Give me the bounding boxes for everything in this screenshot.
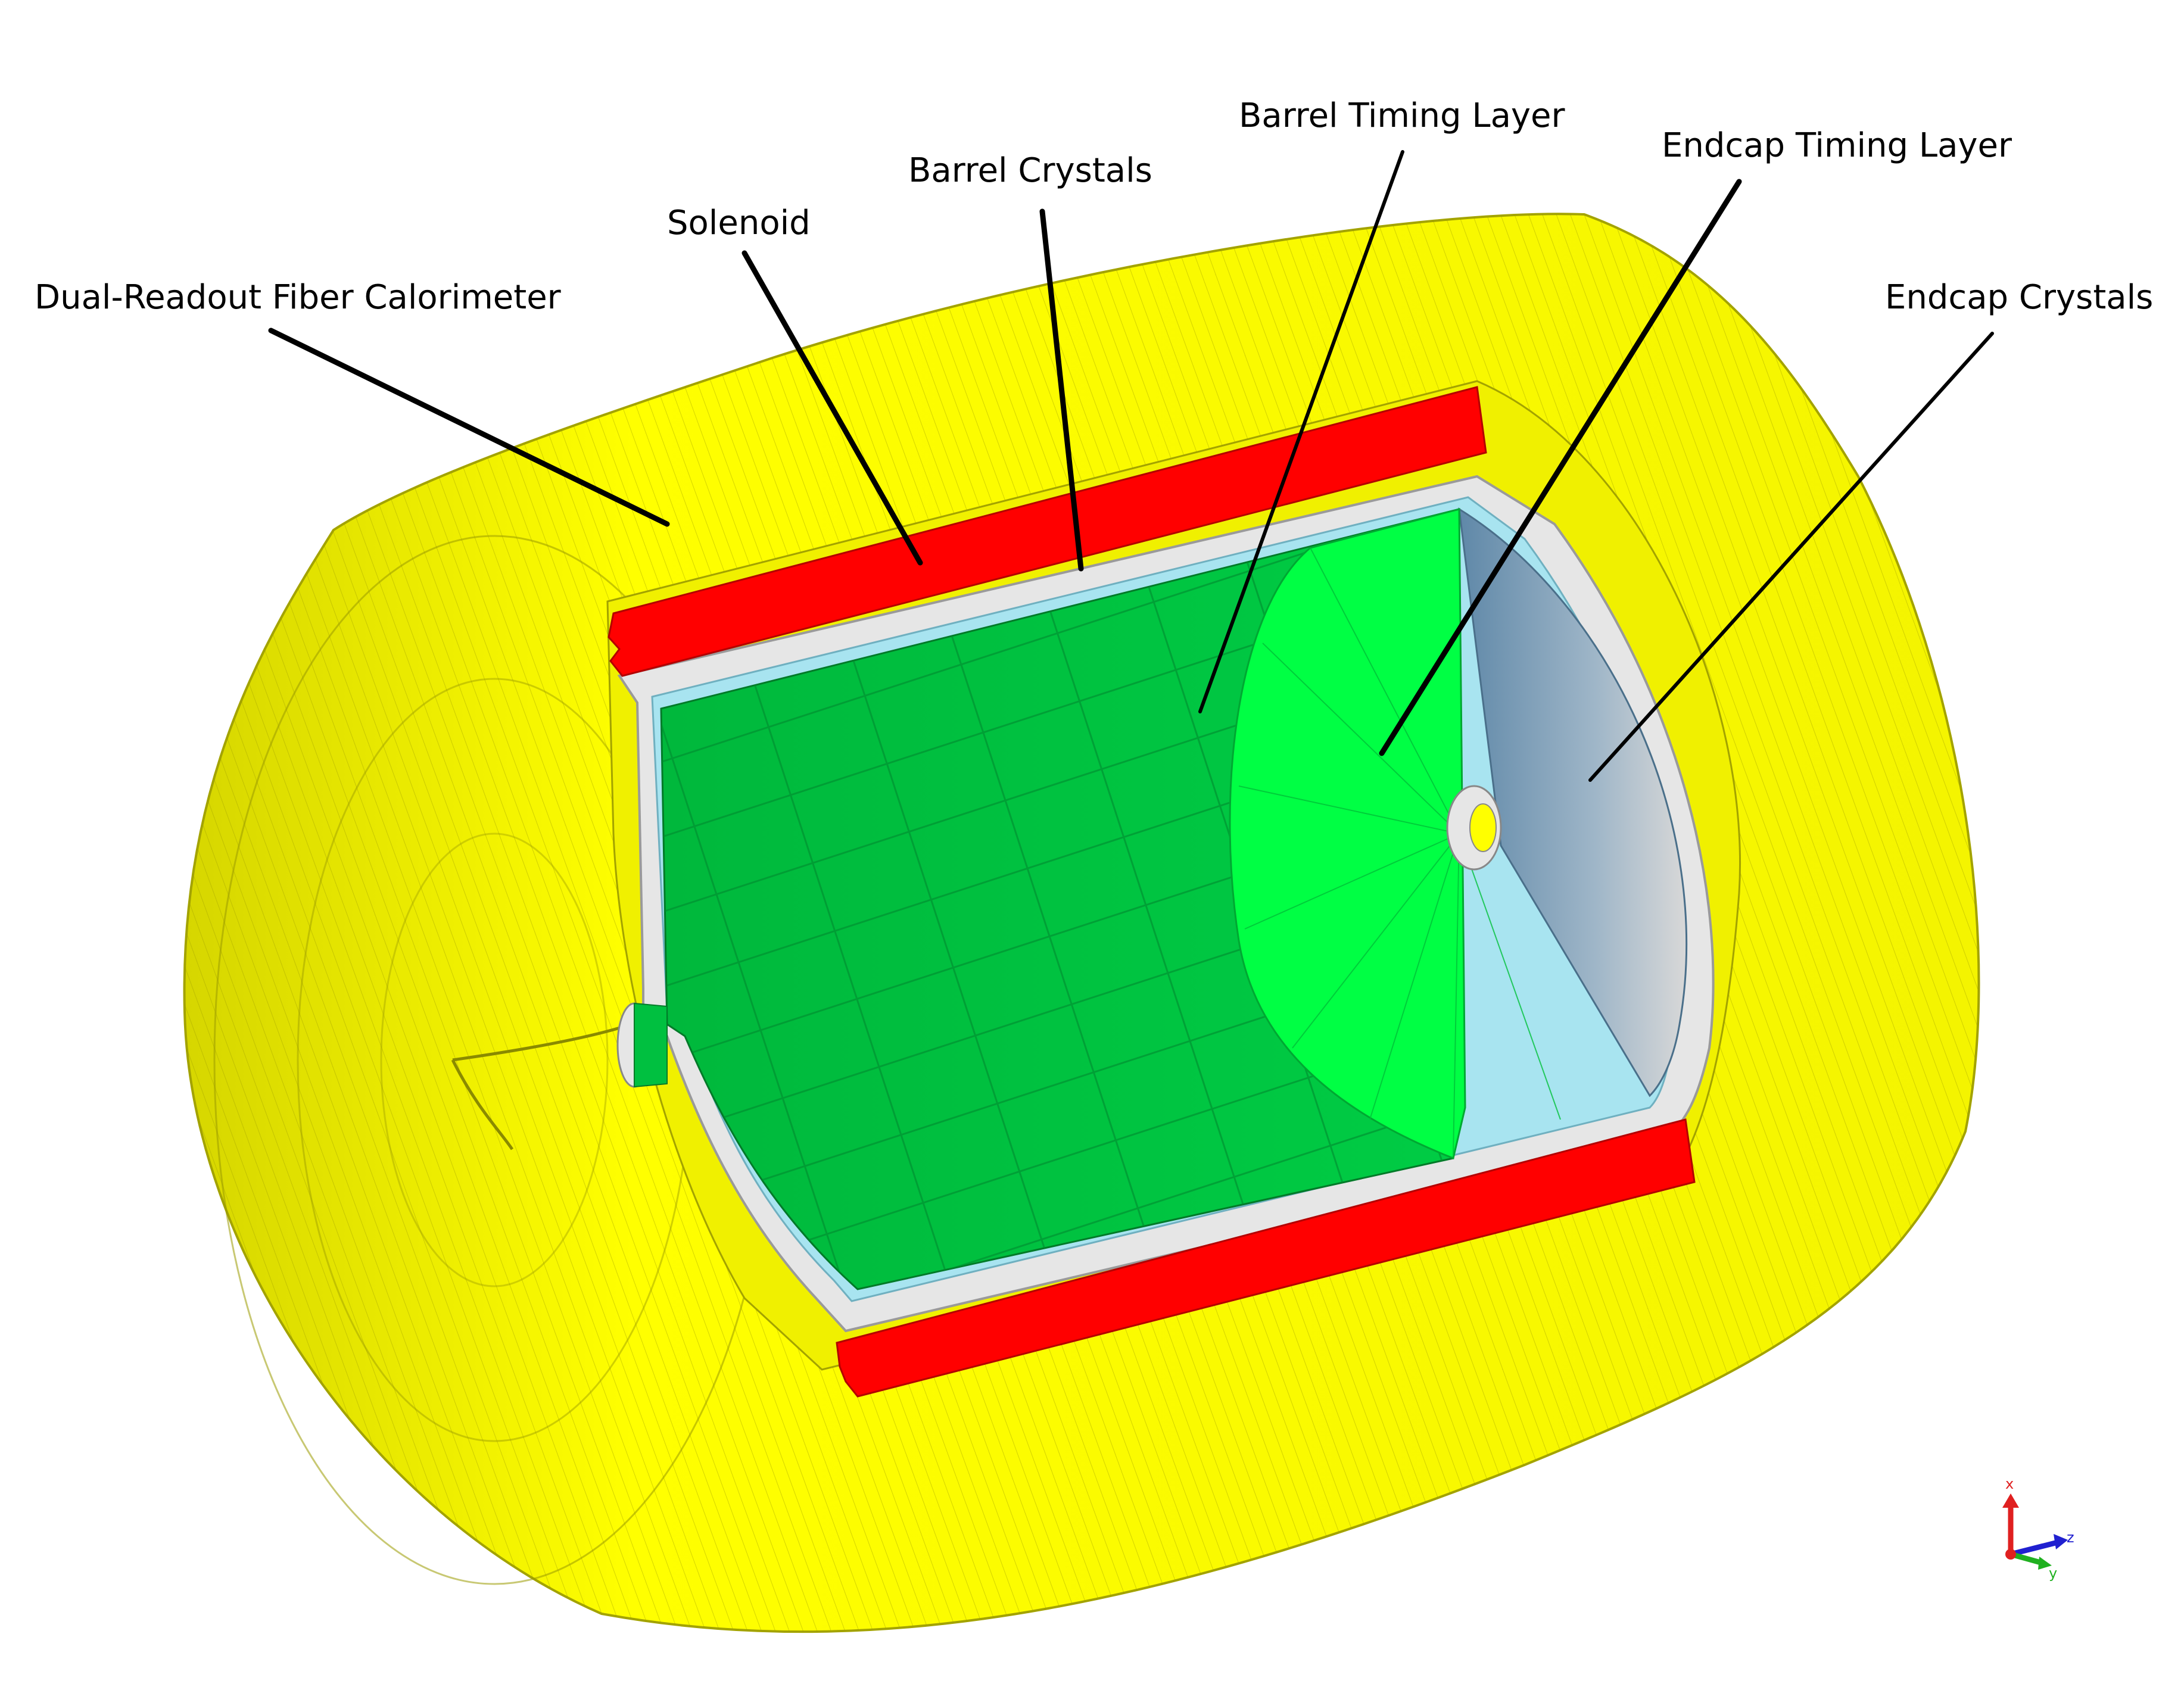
leader-barrel-crystals (1039, 208, 1084, 572)
label-calorimeter: Dual-Readout Fiber Calorimeter (35, 278, 562, 317)
beam-pipe (616, 1002, 668, 1088)
solenoid-shape (607, 386, 1696, 1398)
axis-y-label: y (2049, 1565, 2057, 1582)
label-barrel-timing: Barrel Timing Layer (1239, 96, 1565, 135)
axis-gizmo: x z y (2002, 1476, 2074, 1582)
label-barrel-crystals: Barrel Crystals (908, 151, 1152, 190)
leader-endcap-timing (1379, 179, 1742, 756)
endcap-crystals-shape (1458, 507, 1688, 1097)
endcap-timing-layer-shape (1229, 508, 1561, 1160)
leader-barrel-timing (1198, 150, 1404, 713)
label-endcap-timing: Endcap Timing Layer (1662, 126, 2012, 165)
leader-lines (268, 150, 1994, 782)
label-solenoid: Solenoid (667, 204, 811, 242)
label-endcap-crystals: Endcap Crystals (1885, 278, 2153, 317)
axis-x-label: x (2005, 1476, 2014, 1492)
leader-calorimeter (268, 328, 670, 527)
leader-solenoid (741, 250, 923, 566)
leader-endcap-crystals (1588, 332, 1994, 782)
axis-z-label: z (2067, 1529, 2074, 1546)
